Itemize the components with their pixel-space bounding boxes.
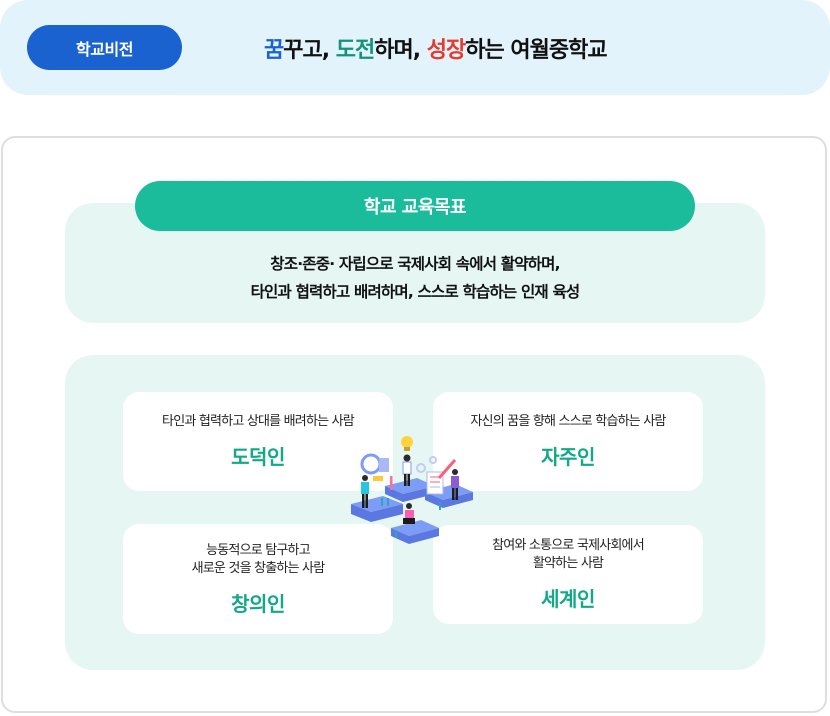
slogan-part: 하며, — [374, 38, 427, 63]
education-goal-statement: 창조·존중· 자립으로 국제사회 속에서 활약하며, 타인과 협력하고 배려하며… — [65, 250, 765, 306]
card-description: 활약하는 사람 — [532, 556, 604, 571]
ideal-person-card-global: 참여와 소통으로 국제사회에서 활약하는 사람 세계인 — [433, 525, 703, 624]
card-description: 능동적으로 탐구하고 — [206, 542, 311, 558]
slogan-part: 꿈 — [264, 38, 284, 63]
school-vision-badge-label: 학교비전 — [76, 39, 133, 59]
slogan-part: 꾸고, — [283, 38, 336, 63]
card-title: 세계인 — [541, 587, 595, 611]
education-goal-title: 학교 교육목표 — [135, 181, 695, 231]
teamwork-puzzle-illustration-icon — [343, 432, 478, 550]
school-vision-slogan: 꿈 꾸고, 도전 하며, 성장 하는 여월중학교 — [264, 30, 608, 66]
card-title: 자주인 — [541, 445, 595, 469]
school-vision-banner: 학교비전 꿈 꾸고, 도전 하며, 성장 하는 여월중학교 — [0, 0, 830, 95]
slogan-part: 도전 — [335, 38, 375, 63]
ideal-person-card-autonomous: 자신의 꿈을 향해 스스로 학습하는 사람 자주인 — [433, 392, 703, 491]
education-goal-line: 창조·존중· 자립으로 국제사회 속에서 활약하며, — [270, 255, 560, 273]
school-vision-badge: 학교비전 — [27, 25, 182, 70]
slogan-part: 성장 — [426, 38, 466, 63]
ideal-person-card-moral: 타인과 협력하고 상대를 배려하는 사람 도덕인 — [123, 392, 393, 491]
education-goal-line: 타인과 협력하고 배려하며, 스스로 학습하는 인재 육성 — [250, 283, 581, 301]
education-goal-title-text: 학교 교육목표 — [363, 197, 467, 218]
slogan-part: 하는 여월중학교 — [465, 38, 607, 63]
card-description: 참여와 소통으로 국제사회에서 — [492, 538, 645, 553]
card-title: 도덕인 — [231, 445, 285, 469]
card-title: 창의인 — [231, 591, 285, 616]
card-description: 새로운 것을 창출하는 사람 — [191, 560, 326, 576]
card-description: 자신의 꿈을 향해 스스로 학습하는 사람 — [470, 414, 666, 429]
card-description: 타인과 협력하고 상대를 배려하는 사람 — [162, 414, 355, 429]
ideal-person-card-creative: 능동적으로 탐구하고 새로운 것을 창출하는 사람 창의인 — [123, 524, 393, 634]
